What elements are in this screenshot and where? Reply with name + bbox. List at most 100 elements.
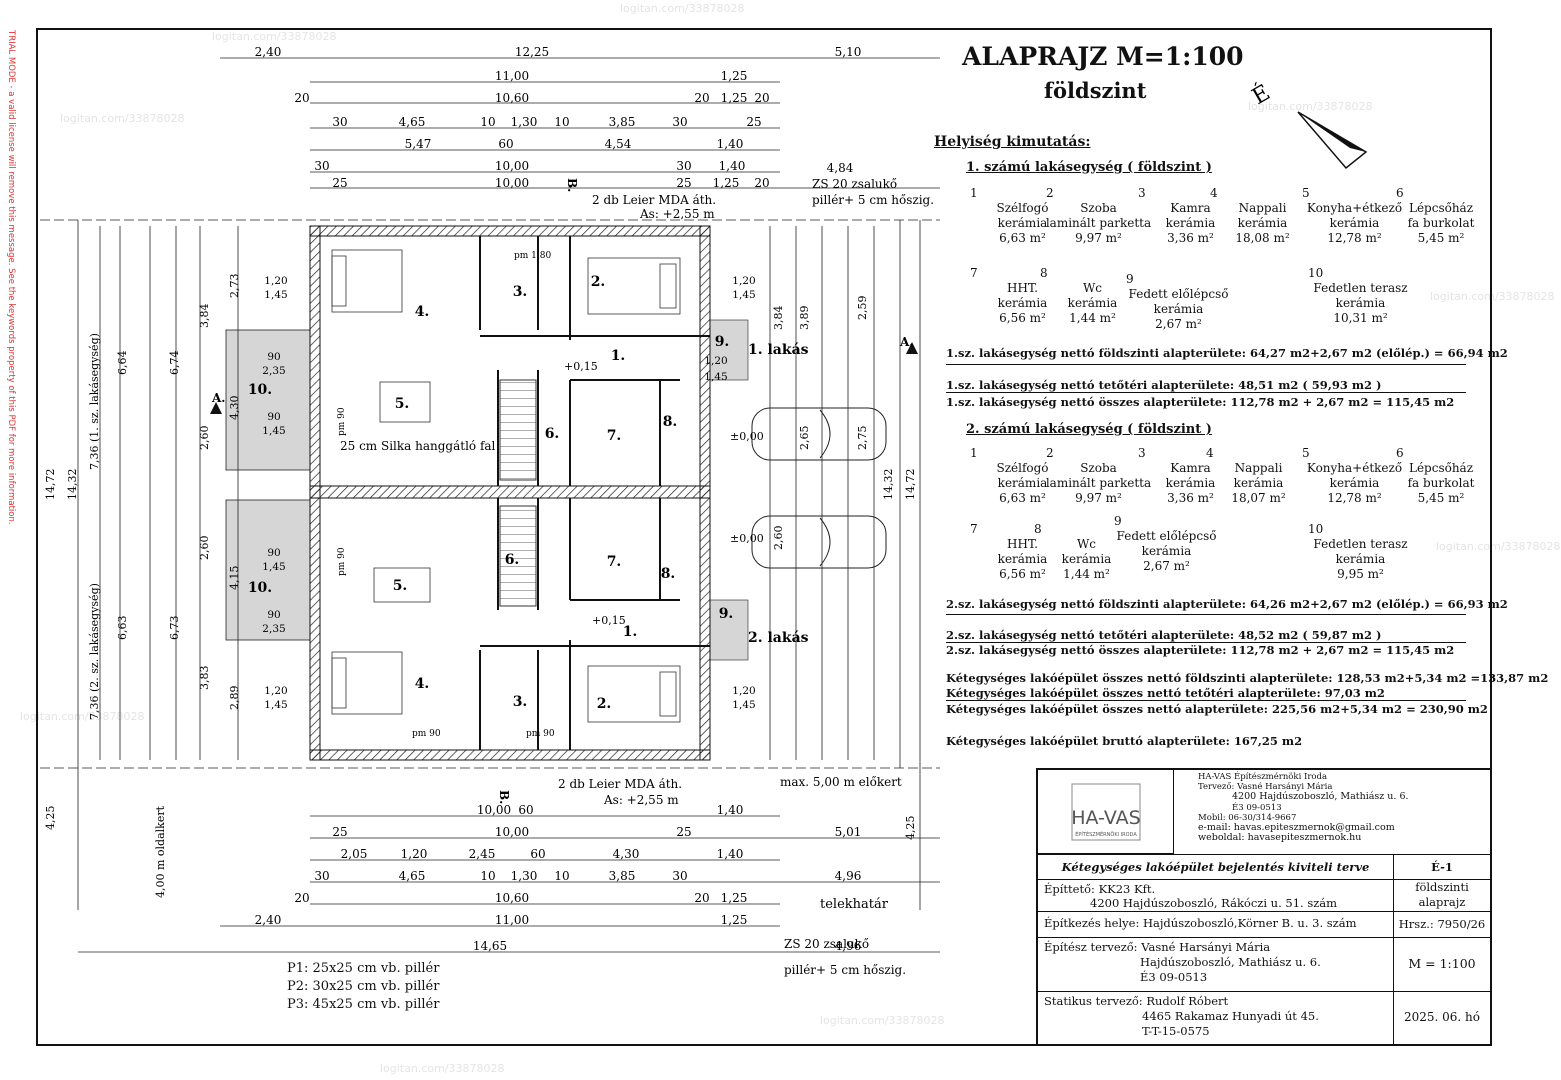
parapet-label: pm 90 [526, 729, 555, 739]
stair-unit1 [499, 379, 537, 481]
bottom-dimension-text: 10,00 60 1,40 25 10,00 25 5,01 2,05 1,20… [255, 803, 862, 953]
sheet-number: É-1 [1394, 854, 1490, 880]
porch-unit1 [709, 319, 749, 381]
dim-text: 4,30 [613, 847, 640, 861]
dim-text: 2,40 [255, 45, 282, 59]
window-label: 1,45 [732, 699, 755, 711]
dim-text: 20 [754, 91, 769, 105]
dim-text: 4,25 [904, 816, 917, 841]
room-number: 7. [607, 554, 622, 570]
dim-text: 30 [332, 115, 347, 129]
dim-text: 14,32 [66, 469, 79, 501]
dim-text: 10 [554, 115, 569, 129]
sheet-title: alaprajz [1418, 895, 1466, 909]
section-markers: A. A. B. B. [210, 178, 918, 804]
room-number: 2. [597, 696, 612, 712]
window-label: 90 [267, 411, 280, 423]
dim-text: 25 [746, 115, 761, 129]
window-label: 1,45 [262, 561, 285, 573]
column-note-top: pillér+ 5 cm hőszig. [812, 193, 934, 207]
background-watermark: logitan.com/33878028 [212, 30, 337, 43]
drawing-subtitle: földszint [1044, 78, 1147, 103]
divider [946, 614, 1466, 615]
structural-address: 4465 Rakamaz Hunyadi út 45. [1142, 1009, 1319, 1023]
dim-text: 10,00 [495, 176, 529, 190]
dim-text: 10,60 [495, 91, 529, 105]
office-email: e-mail: havas.epiteszmernok@gmail.com [1198, 822, 1395, 834]
divider [946, 642, 1466, 643]
drawing-scale: M = 1:100 [1394, 938, 1490, 992]
dim-text: 10 [480, 115, 495, 129]
havas-logo-icon: HA-VAS ÉPÍTÉSZMÉRNÖKI IRODA [1071, 783, 1141, 841]
dim-text: 3,85 [609, 115, 636, 129]
dim-text: 1,25 [721, 913, 748, 927]
porch-unit2 [709, 599, 749, 661]
north-arrow-icon: É [1247, 79, 1368, 170]
outer-walls [309, 225, 711, 761]
divider [946, 700, 1466, 701]
room-number: 5. [393, 578, 408, 594]
column-note-bottom: ZS 20 zsalukő [784, 937, 869, 951]
unit2-schedule-title: 2. számú lakásegység ( földszint ) [966, 422, 1212, 437]
window-label: 90 [267, 547, 280, 559]
architect-name: Vasné Harsányi Mária [1141, 940, 1271, 954]
room-number: 8. [661, 566, 676, 582]
dim-text: 20 [754, 176, 769, 190]
building-total-area: Kétegységes lakóépület összes nettó alap… [946, 702, 1488, 716]
legend-item: P3: 45x25 cm vb. pillér [287, 997, 440, 1012]
room-numbers: 4. 3. 2. 1. 9. 5. 6. 7. 8. 10. 4. 3. 2. … [248, 274, 733, 712]
left-dimension-lines [40, 220, 940, 910]
dim-text: 4,96 [835, 869, 862, 883]
room-number: 10. [248, 580, 272, 596]
dim-text: 30 [314, 159, 329, 173]
office-reg: É3 09-0513 [1232, 802, 1282, 813]
parapet-label: pm 1,80 [514, 251, 551, 261]
dim-text: 3,83 [198, 666, 211, 691]
background-watermark: logitan.com/33878028 [620, 2, 745, 15]
dim-text: 1,20 [401, 847, 428, 861]
office-designer: Tervező: Vasné Harsányi Mária [1198, 782, 1333, 793]
title-block: HA-VAS ÉPÍTÉSZMÉRNÖKI IRODA HA-VAS Építé… [1036, 768, 1492, 1046]
dim-text: 1,25 [721, 891, 748, 905]
project-name: Kétegységes lakóépület bejelentés kivite… [1038, 854, 1394, 880]
office-web: weboldal: havasepiteszmernok.hu [1198, 832, 1362, 844]
client-label: Építtető: [1044, 882, 1095, 896]
dim-text: 11,00 [495, 69, 529, 83]
room-schedule-heading: Helyiség kimutatás: [934, 134, 1091, 150]
dim-text: 1,40 [717, 137, 744, 151]
bottom-dimension-lines [78, 815, 940, 953]
background-watermark: logitan.com/33878028 [380, 1062, 505, 1075]
room-number: 10. [248, 382, 272, 398]
unit1-attic-area: 1.sz. lakásegység nettó tetőtéri alapter… [946, 378, 1382, 392]
dim-text: 1,25 [721, 91, 748, 105]
structural-label: Statikus tervező: [1044, 994, 1143, 1008]
left-dimension-text: 14,72 14,32 7,36 (1. sz. lakásegység) 7,… [44, 274, 241, 831]
sheet-title-cell: földszinti alaprajz [1394, 880, 1490, 912]
plan-notes: 1. lakás 2. lakás 25 cm Silka hanggátló … [154, 177, 934, 977]
dim-text: 2,40 [255, 913, 282, 927]
dim-text: 60 [518, 803, 533, 817]
dim-text: 60 [498, 137, 513, 151]
structural-reg: T-T-15-0575 [1142, 1024, 1210, 1038]
architect-label: Építész tervező: [1044, 940, 1138, 954]
room-number: 2. [591, 274, 606, 290]
opening-labels: 1,20 1,45 90 2,35 90 1,45 1,20 1,45 90 1… [262, 275, 755, 711]
side-yard-note: 4,00 m oldalkert [154, 805, 167, 898]
room-number: 1. [623, 624, 638, 640]
dim-text: 10,60 [495, 891, 529, 905]
dim-text: 3,84 [772, 306, 785, 331]
background-watermark: logitan.com/33878028 [1436, 540, 1561, 553]
background-watermark: logitan.com/33878028 [1430, 290, 1555, 303]
dim-text: 25 [332, 176, 347, 190]
section-a-right: A. [899, 335, 914, 349]
unit1-label: 1. lakás [748, 342, 809, 358]
architect-cell: Építész tervező: Vasné Harsányi Mária Ha… [1038, 938, 1394, 992]
